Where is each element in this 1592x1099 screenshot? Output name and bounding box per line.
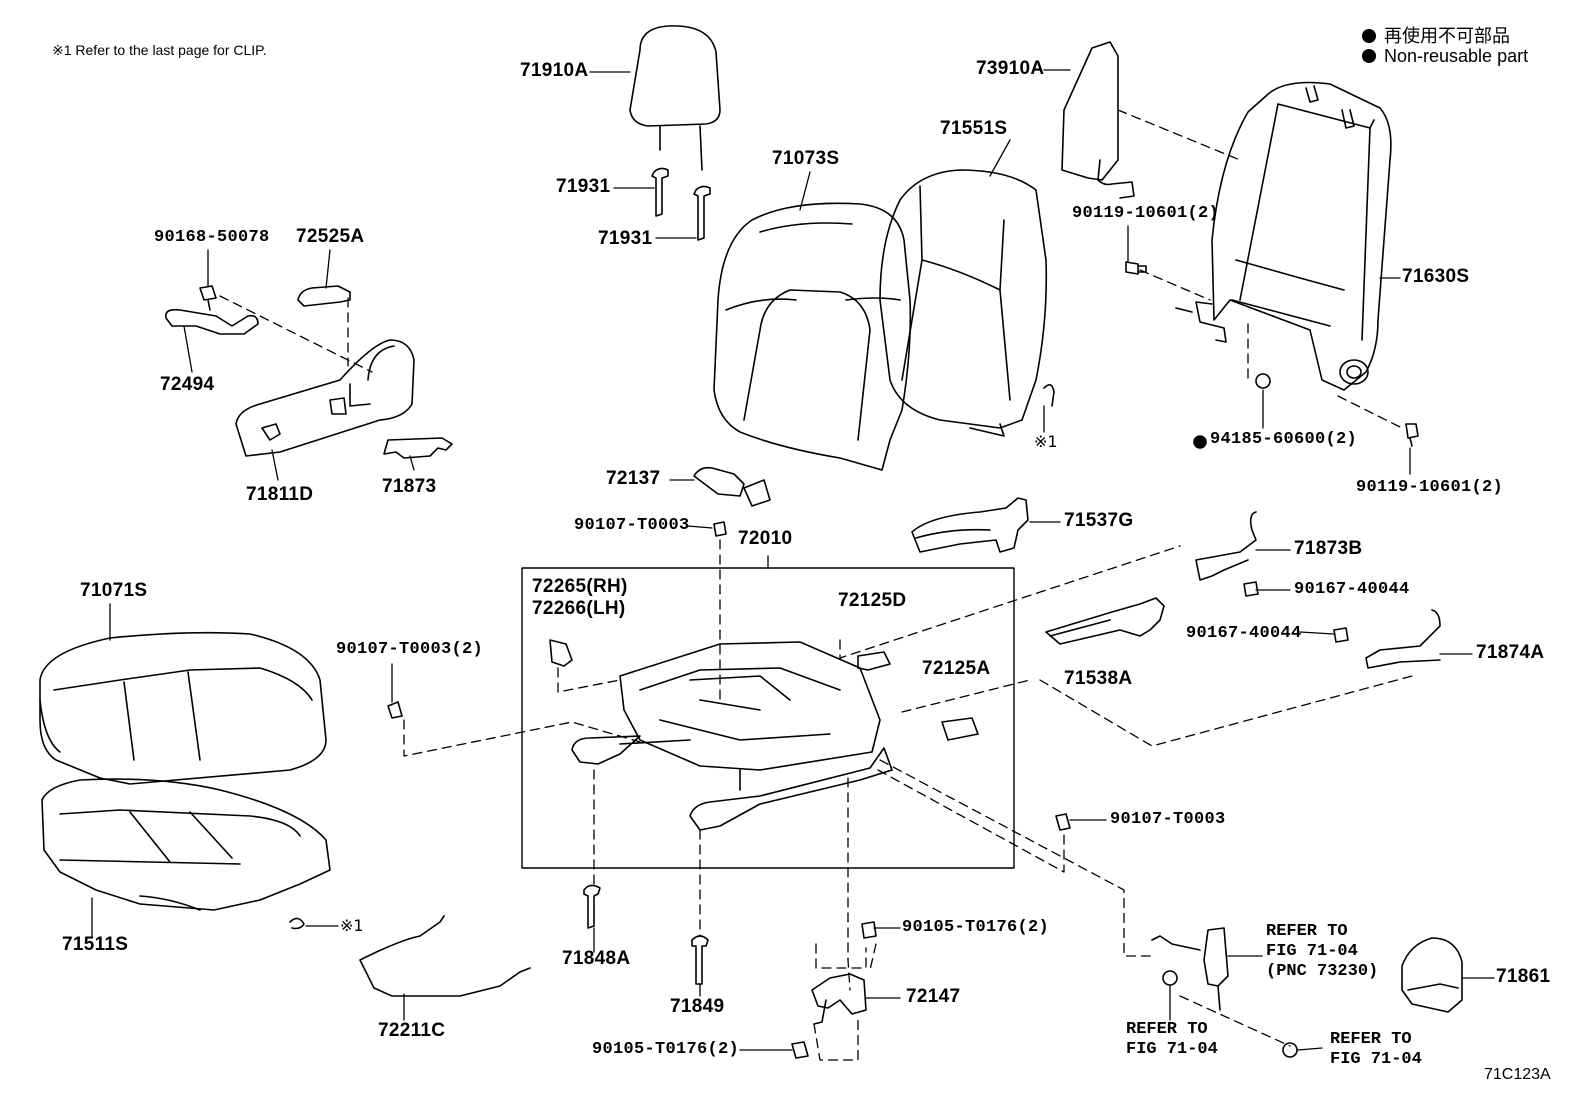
refer-2-line-1: REFER TO — [1126, 1020, 1208, 1039]
label-72137[interactable]: 72137 — [606, 468, 661, 489]
knob-cover-part — [1402, 938, 1462, 1012]
label-72494[interactable]: 72494 — [160, 374, 215, 395]
label-90107-T0003-c[interactable]: 90107-T0003 — [1110, 810, 1226, 829]
label-71873[interactable]: 71873 — [382, 476, 437, 497]
label-72125D[interactable]: 72125D — [838, 590, 907, 611]
clip-note: ※1 Refer to the last page for CLIP. — [52, 42, 267, 58]
label-71071S[interactable]: 71071S — [80, 580, 148, 601]
label-71910A[interactable]: 71910A — [520, 60, 589, 81]
legend-jp: 再使用不可部品 — [1362, 22, 1510, 48]
side-shield-part — [912, 498, 1028, 552]
track-clip-part — [550, 640, 572, 666]
refer-1-line-2: FIG 71-04 — [1266, 942, 1358, 961]
label-90168-50078[interactable]: 90168-50078 — [154, 228, 270, 247]
label-90167-40044-a[interactable]: 90167-40044 — [1294, 580, 1410, 599]
label-90105-T0176-b[interactable]: 90105-T0176(2) — [592, 1040, 740, 1059]
label-71811D[interactable]: 71811D — [246, 484, 314, 505]
label-90119-10601-b[interactable]: 90119-10601(2) — [1356, 478, 1504, 497]
label-72266LH[interactable]: 72266(LH) — [532, 598, 626, 619]
side-airbag-part — [1062, 42, 1134, 198]
label-90107-T0003-a[interactable]: 90107-T0003 — [574, 516, 690, 535]
refer-1-line-3: (PNC 73230) — [1266, 962, 1379, 981]
bracket-part — [384, 438, 452, 458]
label-90167-40044-b[interactable]: 90167-40044 — [1186, 624, 1302, 643]
legend-dot-icon — [1362, 49, 1376, 63]
label-90105-T0176-a[interactable]: 90105-T0176(2) — [902, 918, 1050, 937]
label-71848A[interactable]: 71848A — [562, 948, 631, 969]
refer-3-line-1: REFER TO — [1330, 1030, 1412, 1049]
inner-shield-part — [1046, 598, 1164, 644]
refer-2-line-2: FIG 71-04 — [1126, 1040, 1218, 1059]
bolt-part — [1126, 262, 1418, 446]
label-90107-T0003-2[interactable]: 90107-T0003(2) — [336, 640, 484, 659]
label-72147[interactable]: 72147 — [906, 986, 961, 1007]
screw-b-part — [1244, 582, 1348, 642]
clip-b-part — [290, 918, 304, 928]
label-94185-60600[interactable]: 94185-60600(2) — [1210, 430, 1358, 449]
legend-en: Non-reusable part — [1362, 46, 1528, 67]
label-71849[interactable]: 71849 — [670, 996, 725, 1017]
buckle-part — [1152, 928, 1297, 1057]
cover-cap-part — [298, 286, 350, 306]
label-72525A[interactable]: 72525A — [296, 226, 365, 247]
label-71861[interactable]: 71861 — [1496, 966, 1551, 987]
cushion-cover-part — [40, 633, 326, 784]
leader-lines — [92, 70, 1494, 1050]
bolt-small-part — [388, 522, 1070, 830]
seat-adjuster-part — [572, 642, 892, 830]
label-71537G[interactable]: 71537G — [1064, 510, 1134, 531]
recliner-lever-part — [166, 310, 258, 334]
label-71511S[interactable]: 71511S — [62, 934, 129, 955]
bolt-c-part — [792, 922, 876, 1058]
label-72010[interactable]: 72010 — [738, 528, 793, 549]
pin-part — [584, 885, 708, 984]
wire-part — [360, 916, 530, 996]
label-72125A[interactable]: 72125A — [922, 658, 991, 679]
seatback-frame-part — [1176, 83, 1391, 391]
legend-dot-icon — [1362, 29, 1376, 43]
recliner-cover-part — [236, 340, 414, 456]
legend-en-text: Non-reusable part — [1384, 46, 1529, 66]
lower-bracket-part — [812, 974, 866, 1024]
seatback-cover-part — [714, 203, 910, 470]
label-72265RH[interactable]: 72265(RH) — [532, 576, 628, 597]
clip-marker-b: ※1 — [340, 916, 364, 935]
upper-cover-part — [694, 468, 770, 506]
legend-jp-text: 再使用不可部品 — [1384, 26, 1510, 46]
label-72211C[interactable]: 72211C — [378, 1020, 446, 1041]
slide-cover-part — [858, 652, 978, 740]
label-71873B[interactable]: 71873B — [1294, 538, 1363, 559]
refer-1-line-1: REFER TO — [1266, 922, 1348, 941]
headrest-guide-part — [652, 168, 710, 240]
label-90119-10601-a[interactable]: 90119-10601(2) — [1072, 204, 1220, 223]
label-71073S[interactable]: 71073S — [772, 148, 840, 169]
diagram-id: 71C123A — [1484, 1066, 1551, 1083]
refer-block-3[interactable]: REFER TO FIG 71-04 — [1330, 1030, 1422, 1070]
label-71931-b[interactable]: 71931 — [598, 228, 653, 249]
headrest-part — [630, 26, 720, 170]
label-73910A[interactable]: 73910A — [976, 58, 1045, 79]
refer-block-2[interactable]: REFER TO FIG 71-04 — [1126, 1020, 1218, 1060]
seatback-pad-part — [880, 170, 1046, 436]
label-71874A[interactable]: 71874A — [1476, 642, 1545, 663]
dashed-lines — [220, 110, 1412, 1060]
clip-marker-a: ※1 — [1034, 432, 1058, 451]
label-71630S[interactable]: 71630S — [1402, 266, 1470, 287]
label-71551S[interactable]: 71551S — [940, 118, 1008, 139]
refer-3-line-2: FIG 71-04 — [1330, 1050, 1422, 1069]
hook-bracket-part — [1196, 512, 1440, 668]
clip-part — [1044, 385, 1054, 406]
cushion-pad-part — [42, 779, 330, 910]
nut-part — [1256, 374, 1270, 388]
screw-part — [200, 286, 216, 310]
label-71538A[interactable]: 71538A — [1064, 668, 1133, 689]
non-reusable-mark-icon — [1194, 436, 1206, 448]
refer-block-1[interactable]: REFER TO FIG 71-04 (PNC 73230) — [1266, 922, 1378, 982]
label-71931-a[interactable]: 71931 — [556, 176, 611, 197]
